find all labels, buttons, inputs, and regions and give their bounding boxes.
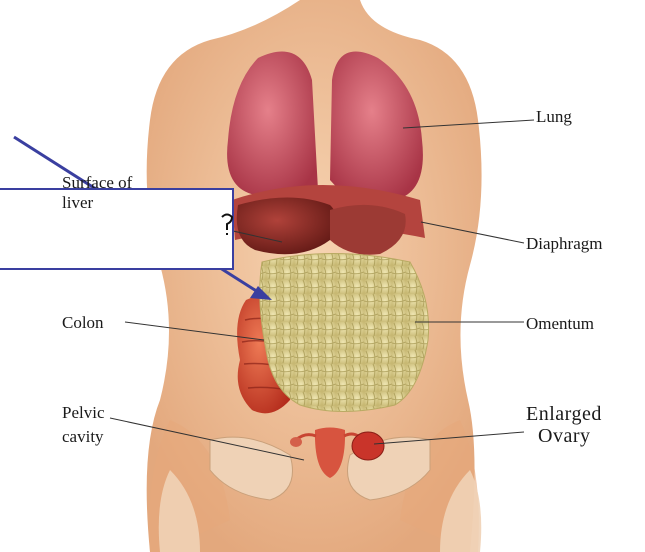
callout-question-mark [220, 212, 234, 236]
label-ovary-line2: Ovary [538, 426, 590, 447]
label-lung: Lung [536, 107, 572, 126]
omentum-shape [260, 254, 429, 412]
enlarged-ovary-shape [352, 432, 384, 460]
left-ovary-shape [290, 437, 302, 447]
label-pelvic-line2: cavity [62, 427, 104, 446]
label-colon: Colon [62, 313, 104, 332]
label-diaphragm: Diaphragm [526, 234, 602, 253]
label-surface-liver-line1: Surface of [62, 173, 132, 192]
label-omentum: Omentum [526, 314, 594, 333]
callout-box [0, 188, 234, 270]
label-ovary-line1: Enlarged [526, 404, 602, 425]
label-surface-liver-line2: liver [62, 193, 93, 212]
label-pelvic-line1: Pelvic [62, 403, 105, 422]
